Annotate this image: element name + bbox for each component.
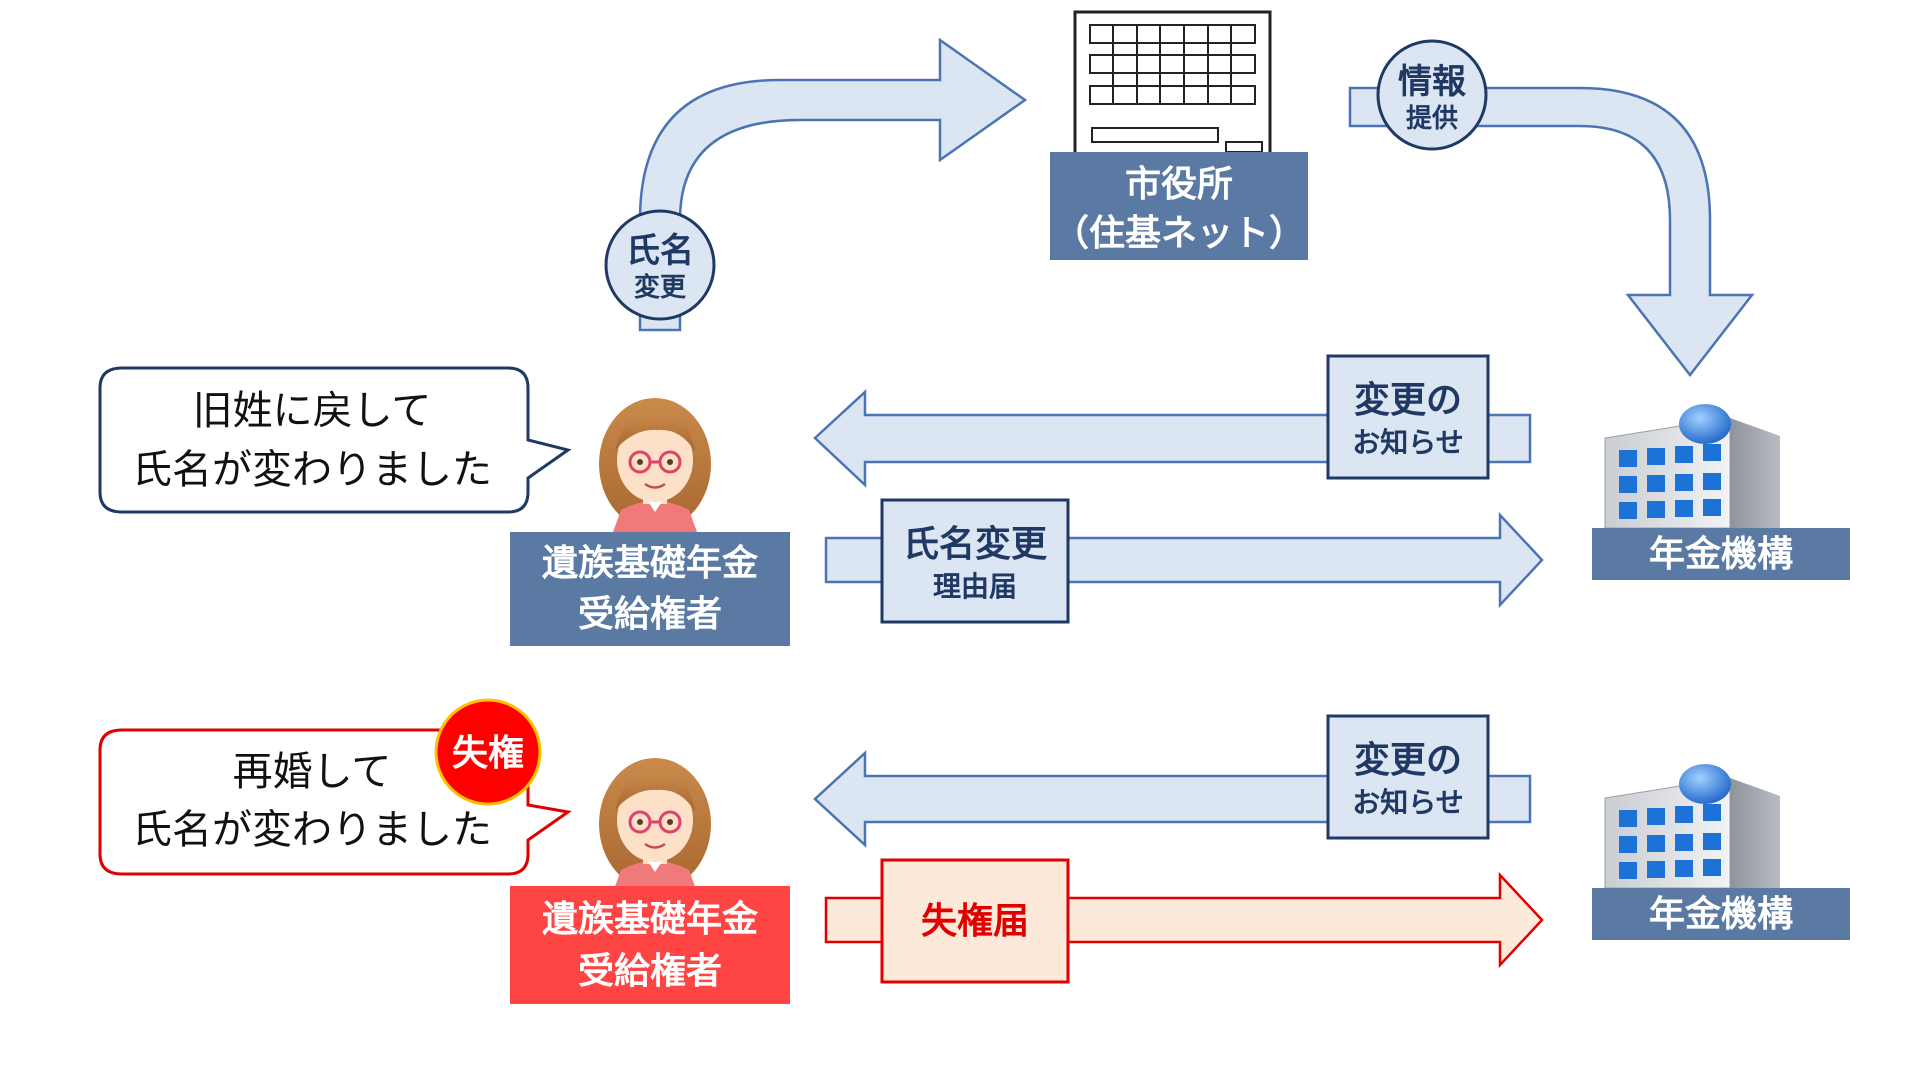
- row2-notice-line1: 変更の: [1354, 739, 1462, 781]
- row2-recipient-line2: 受給権者: [578, 951, 722, 992]
- row2-recipient-line1: 遺族基礎年金: [542, 898, 759, 940]
- row2-notice-label: 変更の お知らせ: [1326, 714, 1490, 840]
- curved-arrow-to-agency: [1348, 86, 1755, 378]
- name-change-badge-line1: 氏名: [626, 231, 694, 271]
- row1-speech-bubble: 旧姓に戻して 氏名が変わりました: [98, 366, 572, 514]
- row2-bubble-line2: 氏名が変わりました: [132, 807, 492, 853]
- row1-form-line1: 氏名変更: [903, 523, 1048, 565]
- curved-arrow-to-city-hall: [638, 37, 1028, 332]
- city-hall-line1: 市役所: [1125, 164, 1233, 205]
- row1-agency-text: 年金機構: [1649, 533, 1793, 575]
- row2-agency-text: 年金機構: [1649, 893, 1793, 935]
- row1-form-label: 氏名変更 理由届: [880, 498, 1070, 624]
- info-provision-badge-line1: 情報: [1398, 62, 1466, 102]
- row1-recipient-label: 遺族基礎年金 受給権者: [510, 532, 790, 646]
- row1-recipient-line2: 受給権者: [578, 594, 722, 635]
- woman-with-glasses-icon: [597, 396, 713, 534]
- row1-form-line2: 理由届: [933, 570, 1017, 603]
- info-provision-badge: 情報 提供: [1376, 39, 1488, 151]
- row1-agency-label: 年金機構: [1592, 528, 1850, 580]
- row2-bubble-line1: 再婚して: [233, 749, 392, 795]
- name-change-badge: 氏名 変更: [604, 209, 716, 321]
- row1-bubble-line1: 旧姓に戻して: [193, 388, 432, 434]
- government-building-icon: [1073, 10, 1272, 179]
- office-building-icon: [1604, 763, 1781, 889]
- woman-with-glasses-icon: [597, 756, 713, 894]
- row2-form-label: 失権届: [880, 858, 1070, 984]
- name-change-badge-line2: 変更: [634, 272, 687, 303]
- row2-form-text: 失権届: [921, 901, 1029, 942]
- lost-rights-badge-text: 失権: [452, 733, 524, 774]
- row1-notice-line2: お知らせ: [1352, 426, 1463, 459]
- row1-notice-line1: 変更の: [1354, 379, 1462, 421]
- row1-notice-label: 変更の お知らせ: [1326, 354, 1490, 480]
- row2-agency-label: 年金機構: [1592, 888, 1850, 940]
- row1-recipient-line1: 遺族基礎年金: [542, 542, 759, 584]
- row1-bubble-line2: 氏名が変わりました: [132, 447, 492, 493]
- lost-rights-badge: 失権: [434, 698, 542, 806]
- row2-notice-line2: お知らせ: [1352, 786, 1463, 819]
- office-building-icon: [1604, 403, 1781, 529]
- city-hall-line2: （住基ネット）: [1053, 213, 1305, 254]
- row2-recipient-label: 遺族基礎年金 受給権者: [510, 886, 790, 1004]
- info-provision-badge-line2: 提供: [1406, 104, 1458, 134]
- city-hall-label: 市役所 （住基ネット）: [1050, 152, 1308, 260]
